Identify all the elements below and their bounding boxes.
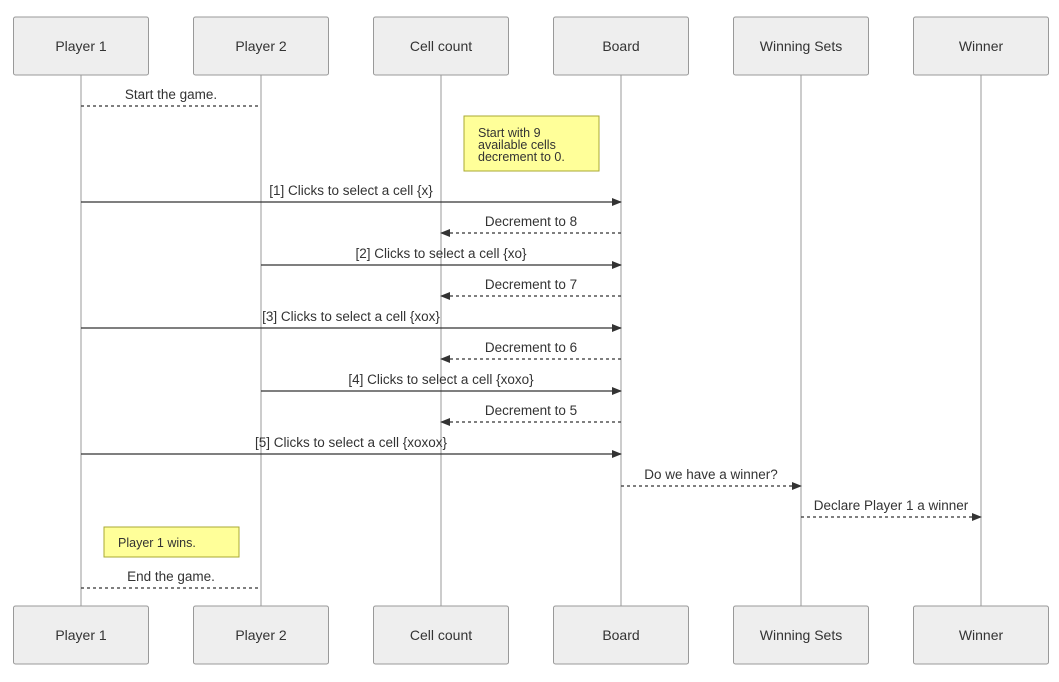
message-13: End the game.: [81, 569, 261, 589]
message-6: [3] Clicks to select a cell {xox}: [81, 309, 622, 332]
actor-box: [913, 605, 1049, 665]
actor-p2-bottom[interactable]: Player 2: [193, 605, 329, 665]
message-label: [3] Clicks to select a cell {xox}: [262, 309, 440, 324]
note-box: [103, 526, 240, 558]
message-10: [5] Clicks to select a cell {xoxox}: [81, 435, 622, 458]
message-label: End the game.: [127, 569, 215, 584]
message-label: [1] Clicks to select a cell {x}: [269, 183, 433, 198]
actor-box: [373, 605, 509, 665]
actor-p1-top[interactable]: Player 1: [13, 16, 149, 76]
message-12: Declare Player 1 a winner: [801, 498, 982, 521]
note-line: Start with 9: [478, 126, 541, 140]
message-2: [1] Clicks to select a cell {x}: [81, 183, 622, 206]
message-3: Decrement to 8: [440, 214, 621, 237]
actor-label: Player 2: [235, 627, 287, 643]
actor-winner-bottom[interactable]: Winner: [913, 605, 1049, 665]
actor-label: Player 1: [55, 38, 107, 54]
actor-ws-top[interactable]: Winning Sets: [733, 16, 869, 76]
actor-box: [553, 16, 689, 76]
actor-box: [373, 16, 509, 76]
note-line: decrement to 0.: [478, 150, 565, 164]
message-8: [4] Clicks to select a cell {xoxo}: [261, 372, 622, 395]
actor-box: [193, 16, 329, 76]
actor-cc-bottom[interactable]: Cell count: [373, 605, 509, 665]
actor-box: [913, 16, 1049, 76]
message-label: Decrement to 5: [485, 403, 577, 418]
message-1: Start the game.: [81, 87, 261, 107]
actor-cc-top[interactable]: Cell count: [373, 16, 509, 76]
actor-winner-top[interactable]: Winner: [913, 16, 1049, 76]
message-label: Declare Player 1 a winner: [814, 498, 969, 513]
message-9: Decrement to 5: [440, 403, 621, 426]
actor-board-top[interactable]: Board: [553, 16, 689, 76]
message-11: Do we have a winner?: [621, 467, 802, 490]
message-label: Do we have a winner?: [644, 467, 778, 482]
message-7: Decrement to 6: [440, 340, 621, 363]
actor-label: Winner: [959, 38, 1004, 54]
note-2: Player 1 wins.: [103, 526, 240, 558]
actor-box: [13, 605, 149, 665]
message-label: [5] Clicks to select a cell {xoxox}: [255, 435, 448, 450]
message-label: [4] Clicks to select a cell {xoxo}: [348, 372, 534, 387]
actor-label: Player 2: [235, 38, 287, 54]
actor-p2-top[interactable]: Player 2: [193, 16, 329, 76]
note-box: [463, 115, 600, 172]
actor-label: Board: [602, 627, 639, 643]
message-label: Decrement to 6: [485, 340, 577, 355]
message-label: Start the game.: [125, 87, 217, 102]
actor-label: Cell count: [410, 38, 472, 54]
actor-label: Winner: [959, 627, 1004, 643]
actor-label: Winning Sets: [760, 38, 842, 54]
message-5: Decrement to 7: [440, 277, 621, 300]
message-label: Decrement to 7: [485, 277, 577, 292]
actor-p1-bottom[interactable]: Player 1: [13, 605, 149, 665]
actor-box: [193, 605, 329, 665]
message-4: [2] Clicks to select a cell {xo}: [261, 246, 622, 269]
actor-label: Board: [602, 38, 639, 54]
note-line: Player 1 wins.: [118, 536, 196, 550]
message-label: [2] Clicks to select a cell {xo}: [355, 246, 527, 261]
actor-ws-bottom[interactable]: Winning Sets: [733, 605, 869, 665]
actor-box: [733, 16, 869, 76]
actor-box: [733, 605, 869, 665]
message-label: Decrement to 8: [485, 214, 577, 229]
actor-label: Player 1: [55, 627, 107, 643]
actor-label: Cell count: [410, 627, 472, 643]
note-line: available cells: [478, 138, 556, 152]
actor-board-bottom[interactable]: Board: [553, 605, 689, 665]
actor-box: [13, 16, 149, 76]
actor-box: [553, 605, 689, 665]
actor-label: Winning Sets: [760, 627, 842, 643]
